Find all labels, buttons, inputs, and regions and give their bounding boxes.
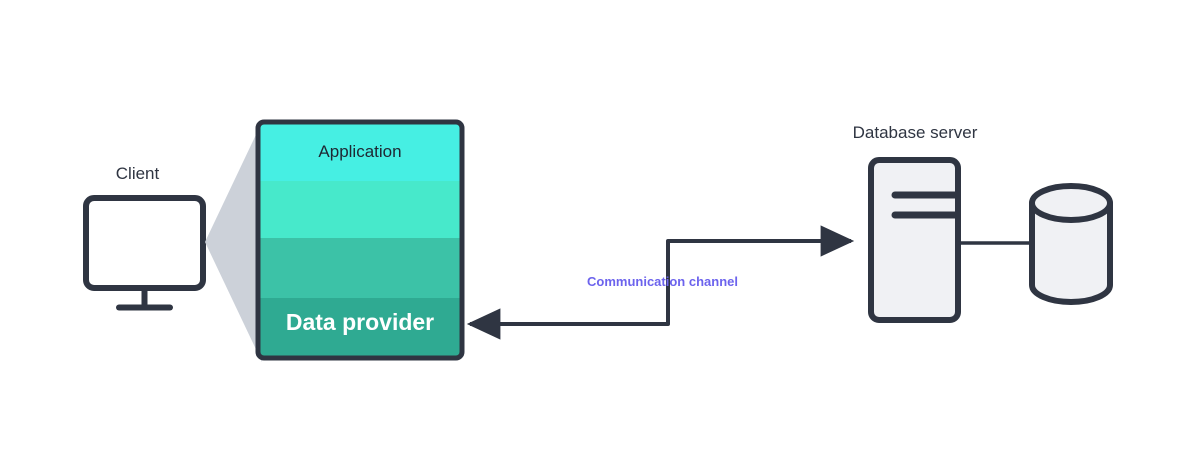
database-cylinder-body-icon	[1029, 200, 1113, 305]
database-server-label: Database server	[852, 123, 978, 142]
data-provider-band-label: Data provider	[285, 309, 435, 335]
server-to-data-provider-arrow	[466, 241, 670, 340]
application-band	[258, 122, 462, 181]
database-node[interactable]	[1029, 183, 1113, 305]
middle-lower-band	[258, 238, 462, 298]
database-server-node[interactable]	[868, 157, 961, 323]
application-shadow-pointer	[205, 122, 262, 362]
client-label: Client	[115, 164, 160, 183]
database-cylinder-top-icon	[1029, 183, 1113, 223]
server-icon	[868, 157, 961, 323]
application-stack-node[interactable]	[255, 119, 465, 361]
client-node[interactable]	[83, 195, 206, 311]
data-provider-band	[258, 298, 462, 358]
middle-upper-band	[258, 181, 462, 238]
application-band-label: Application	[318, 142, 402, 161]
communication-channel-label: Communication channel	[587, 274, 738, 289]
monitor-screen-icon	[83, 195, 206, 291]
application-stack-border	[255, 119, 465, 361]
